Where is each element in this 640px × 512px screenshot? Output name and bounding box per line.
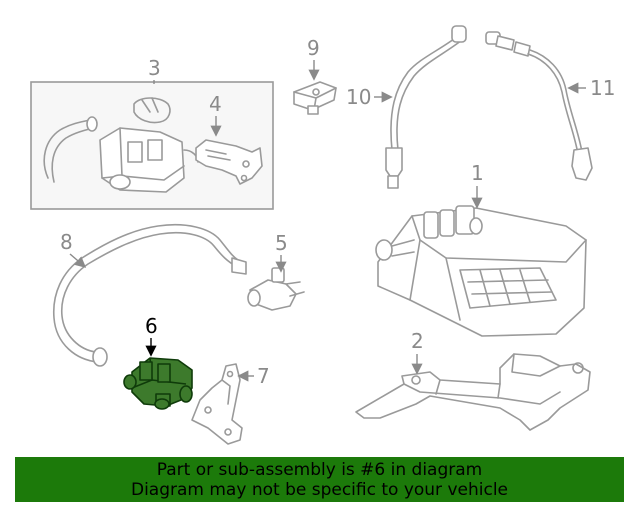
callout-1[interactable]: 1	[471, 161, 484, 185]
part-8-hose[interactable]	[52, 223, 247, 367]
callout-9[interactable]: 9	[307, 36, 320, 60]
part-6-solenoid-highlighted[interactable]	[123, 357, 193, 410]
callout-5[interactable]: 5	[275, 231, 288, 255]
callout-4[interactable]: 4	[209, 92, 222, 116]
part-1-canister[interactable]	[375, 205, 587, 337]
part-7-bracket[interactable]	[191, 363, 243, 445]
callout-8[interactable]: 8	[60, 230, 73, 254]
part-10-sensor[interactable]	[385, 25, 467, 189]
part-11-sensor[interactable]	[485, 31, 593, 181]
part-5-valve[interactable]	[247, 267, 305, 311]
callout-6[interactable]: 6	[145, 314, 158, 338]
banner-line-1: Part or sub-assembly is #6 in diagram	[156, 460, 483, 480]
banner-line-2: Diagram may not be specific to your vehi…	[130, 480, 508, 500]
callout-2[interactable]: 2	[411, 329, 424, 353]
info-banner: Part or sub-assembly is #6 in diagram Di…	[15, 457, 624, 502]
callout-10[interactable]: 10	[346, 85, 371, 109]
callout-11[interactable]: 11	[590, 76, 615, 100]
part-2-bracket[interactable]	[355, 353, 591, 431]
callout-7[interactable]: 7	[257, 364, 270, 388]
part-3-assembly[interactable]	[30, 81, 274, 210]
part-9-nut[interactable]	[293, 81, 337, 115]
callout-3[interactable]: 3	[148, 56, 161, 80]
